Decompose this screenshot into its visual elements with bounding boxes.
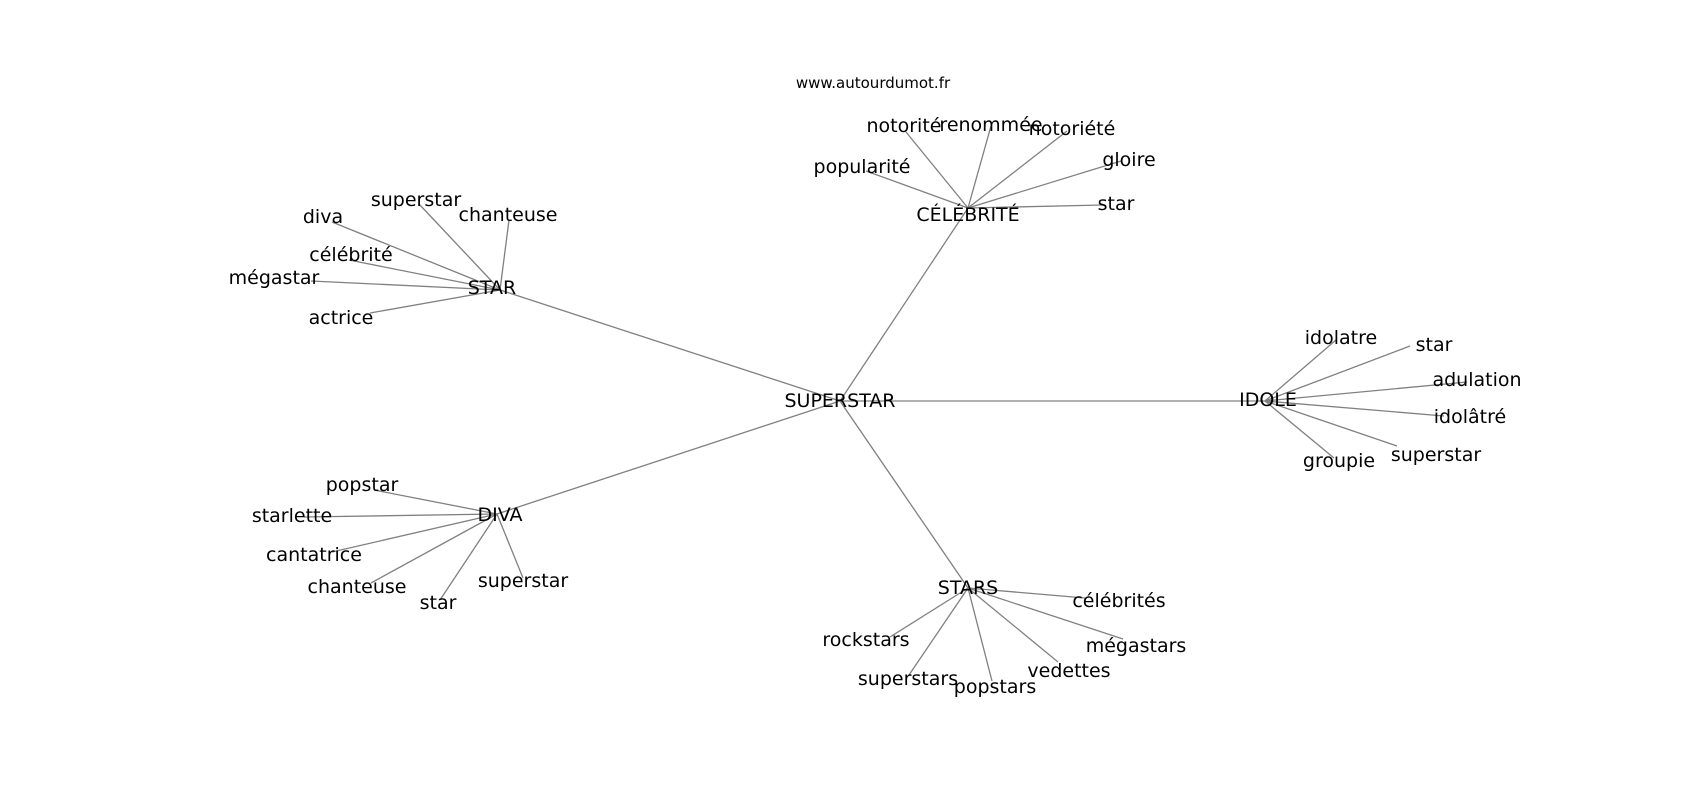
- node-leaf-star-2[interactable]: diva: [303, 206, 343, 228]
- node-leaf-diva-2[interactable]: cantatrice: [266, 544, 362, 566]
- edge-star-leaf-2: [331, 221, 501, 291]
- edge-center-star: [499, 289, 841, 402]
- node-leaf-star-4[interactable]: mégastar: [229, 267, 320, 289]
- edge-idole-leaf-2: [1264, 381, 1468, 402]
- node-hub-stars[interactable]: STARS: [938, 577, 998, 599]
- node-leaf-celebrite-1[interactable]: renommée: [939, 114, 1042, 136]
- edge-celebrite-leaf-2: [967, 130, 1068, 209]
- node-leaf-stars-5[interactable]: popstars: [954, 676, 1036, 698]
- node-leaf-stars-1[interactable]: rockstars: [822, 629, 909, 651]
- node-leaf-stars-4[interactable]: superstars: [858, 668, 958, 690]
- edge-idole-leaf-1: [1264, 345, 1411, 402]
- edge-diva-leaf-5: [496, 513, 524, 579]
- node-leaf-stars-0[interactable]: célébrités: [1072, 590, 1165, 612]
- node-leaf-diva-5[interactable]: superstar: [478, 570, 568, 592]
- edge-celebrite-leaf-0: [905, 131, 969, 209]
- edge-diva-leaf-4: [439, 513, 498, 601]
- edge-celebrite-leaf-4: [967, 160, 1122, 209]
- edge-star-leaf-5: [369, 289, 501, 314]
- node-leaf-diva-1[interactable]: starlette: [252, 505, 332, 527]
- edge-diva-leaf-1: [303, 513, 498, 518]
- edge-stars-leaf-4: [908, 587, 969, 676]
- source-watermark[interactable]: www.autourdumot.fr: [796, 74, 951, 92]
- edge-stars-leaf-1: [889, 587, 969, 638]
- edge-stars-leaf-3: [967, 587, 1059, 663]
- node-hub-idole[interactable]: IDOLE: [1239, 389, 1297, 411]
- node-leaf-star-3[interactable]: célébrité: [309, 244, 392, 266]
- node-hub-star[interactable]: STAR: [468, 277, 516, 299]
- graph-edges: [303, 125, 1468, 682]
- edge-star-leaf-1: [499, 219, 510, 291]
- node-hub-diva[interactable]: DIVA: [477, 504, 522, 526]
- node-leaf-celebrite-3[interactable]: popularité: [814, 156, 911, 178]
- edge-stars-leaf-2: [967, 587, 1124, 640]
- edge-diva-leaf-3: [370, 513, 498, 584]
- node-leaf-star-0[interactable]: superstar: [371, 189, 461, 211]
- edge-star-leaf-3: [348, 259, 501, 291]
- edge-idole-leaf-0: [1264, 339, 1337, 402]
- edge-diva-leaf-2: [331, 513, 498, 553]
- edge-idole-leaf-3: [1264, 400, 1445, 417]
- node-leaf-celebrite-2[interactable]: notoriété: [1029, 118, 1116, 140]
- node-leaf-celebrite-4[interactable]: gloire: [1102, 149, 1155, 171]
- edge-celebrite-leaf-3: [865, 170, 969, 209]
- node-leaf-diva-3[interactable]: chanteuse: [308, 576, 407, 598]
- edge-stars-leaf-0: [967, 587, 1086, 599]
- node-leaf-idole-2[interactable]: adulation: [1432, 369, 1521, 391]
- node-hub-celebrite[interactable]: CÉLÉBRITÉ: [916, 203, 1019, 226]
- node-leaf-idole-1[interactable]: star: [1416, 334, 1453, 356]
- node-center[interactable]: SUPERSTAR: [784, 390, 895, 412]
- node-leaf-idole-0[interactable]: idolatre: [1305, 327, 1377, 349]
- edge-celebrite-leaf-5: [967, 204, 1104, 209]
- node-leaf-idole-5[interactable]: groupie: [1303, 450, 1375, 472]
- edge-star-leaf-0: [418, 203, 501, 291]
- node-leaf-idole-3[interactable]: idolâtré: [1434, 406, 1506, 428]
- node-leaf-diva-4[interactable]: star: [420, 592, 457, 614]
- edge-diva-leaf-0: [373, 489, 498, 515]
- node-leaf-stars-3[interactable]: vedettes: [1027, 660, 1110, 682]
- edge-celebrite-leaf-1: [967, 125, 992, 209]
- edge-center-stars: [839, 400, 969, 589]
- node-leaf-star-1[interactable]: chanteuse: [459, 204, 558, 226]
- node-leaf-idole-4[interactable]: superstar: [1391, 444, 1481, 466]
- graph-labels: www.autourdumot.fr SUPERSTAR STAR supersta…: [229, 74, 1522, 698]
- edge-idole-leaf-5: [1264, 400, 1335, 459]
- node-leaf-celebrite-0[interactable]: notorité: [867, 115, 942, 137]
- edge-center-diva: [496, 400, 841, 515]
- edge-star-leaf-4: [310, 280, 501, 291]
- node-leaf-star-5[interactable]: actrice: [309, 307, 374, 329]
- node-leaf-celebrite-5[interactable]: star: [1098, 193, 1135, 215]
- edge-stars-leaf-5: [967, 587, 993, 682]
- edge-center-celebrite: [839, 207, 969, 402]
- edge-idole-leaf-4: [1264, 400, 1398, 447]
- node-leaf-stars-2[interactable]: mégastars: [1086, 635, 1187, 657]
- node-leaf-diva-0[interactable]: popstar: [326, 474, 399, 496]
